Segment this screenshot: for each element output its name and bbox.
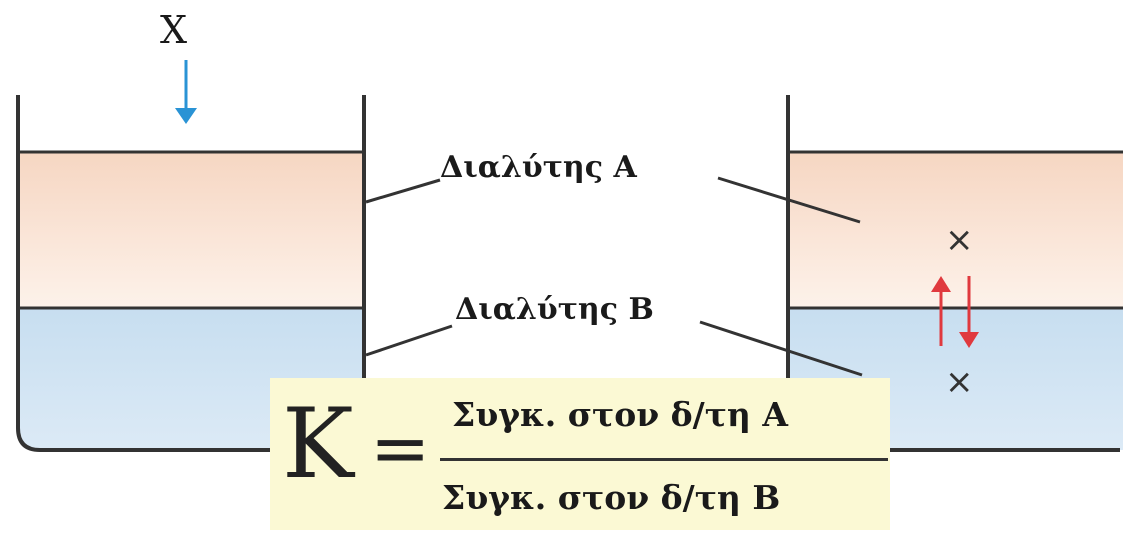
leader-a-right [717, 176, 861, 224]
solvent-a-label: Διαλύτης Α [440, 150, 637, 185]
formula-numerator: Συγκ. στον δ/τη Α [452, 395, 789, 434]
add-solute-arrow [175, 60, 197, 124]
equilibrium-up-arrow [931, 276, 951, 346]
equilibrium-down-arrow [959, 276, 979, 348]
fraction-bar [440, 458, 888, 461]
solute-x-label: X [160, 8, 188, 52]
leader-b-left [365, 324, 453, 357]
left-solvent-a-layer [18, 152, 364, 308]
particle-in-solvent-a: × [945, 220, 974, 260]
right-solvent-a-layer [788, 152, 1123, 308]
formula-box [270, 378, 890, 530]
formula-equals: = [370, 406, 431, 490]
solvent-b-label: Διαλύτης Β [455, 292, 654, 327]
formula-symbol: K [282, 388, 354, 500]
leader-b-right [699, 320, 863, 377]
particle-in-solvent-b: × [945, 362, 974, 402]
formula-denominator: Συγκ. στον δ/τη Β [442, 478, 781, 517]
leader-a-left [365, 178, 441, 204]
